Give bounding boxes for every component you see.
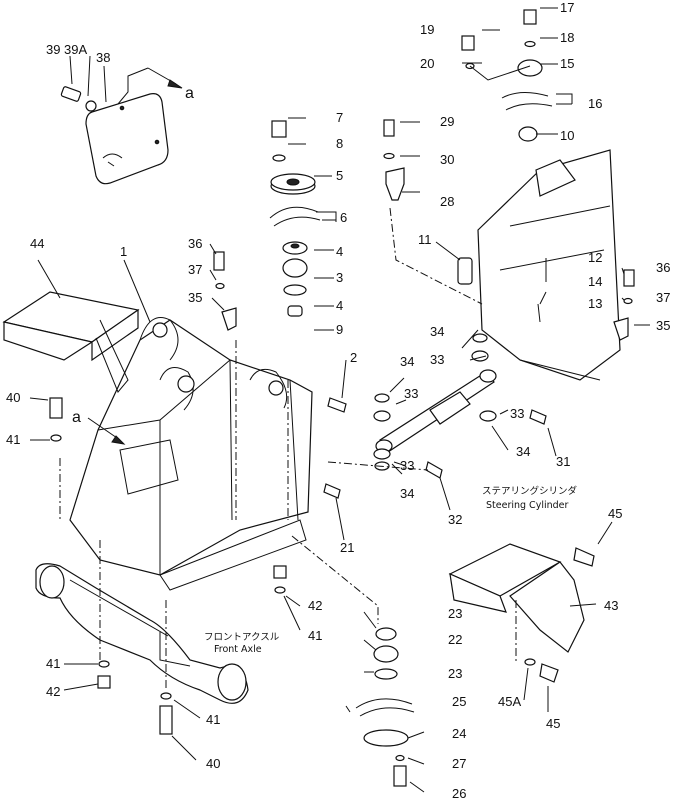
callout-13: 13: [588, 296, 602, 311]
callout-41-left: 41: [6, 432, 20, 447]
steering-cylinder-jp-caption: ステアリングシリンダ: [482, 485, 578, 497]
callout-6: 6: [340, 210, 347, 225]
callout-34-c: 34: [400, 486, 414, 501]
callout-42-axle: 42: [46, 684, 60, 699]
main-frame-1: [69, 319, 313, 576]
callout-7: 7: [336, 110, 343, 125]
callout-31: 31: [556, 454, 570, 469]
callout-8: 8: [336, 136, 343, 151]
callout-45a: 45A: [498, 694, 521, 709]
callout-45-upper: 45: [608, 506, 622, 521]
callout-40-left: 40: [6, 390, 20, 405]
callout-9: 9: [336, 322, 343, 337]
pin-11: [457, 257, 473, 285]
front-axle-jp-caption: フロントアクスル: [204, 632, 280, 643]
callout-2: 2: [350, 350, 357, 365]
callout-41-axle: 41: [46, 656, 60, 671]
callout-3: 3: [336, 270, 343, 285]
callout-19: 19: [420, 22, 434, 37]
callout-20: 20: [420, 56, 434, 71]
callout-22: 22: [448, 632, 462, 647]
callout-25: 25: [452, 694, 466, 709]
callout-43: 43: [604, 598, 618, 613]
callout-37-left: 37: [188, 262, 202, 277]
front-axle: [35, 563, 249, 704]
callout-40-bottom: 40: [206, 756, 220, 771]
callout-38: 38: [96, 50, 110, 65]
callout-44: 44: [30, 236, 44, 251]
callout-42-right: 42: [308, 598, 322, 613]
callout-24: 24: [452, 726, 466, 741]
parts-artwork: [2, 7, 650, 793]
callout-14: 14: [588, 274, 602, 289]
callout-37-right: 37: [656, 290, 670, 305]
callout-23-lower: 23: [448, 666, 462, 681]
view-label-a-left: a: [72, 409, 81, 426]
callout-16: 16: [588, 96, 602, 111]
callout-33-d: 33: [510, 406, 524, 421]
callout-23-upper: 23: [448, 606, 462, 621]
steering-cylinder-en-caption: Steering Cylinder: [486, 500, 568, 511]
washer-39a: [85, 100, 97, 112]
callout-39a: 39A: [64, 42, 87, 57]
callout-numbers: 17 18 19 20 15 16 10 39 39A 38 7 8 29 30…: [6, 0, 670, 799]
callout-17: 17: [560, 0, 574, 15]
callout-30: 30: [440, 152, 454, 167]
callout-29: 29: [440, 114, 454, 129]
callout-21: 21: [340, 540, 354, 555]
callout-36-right: 36: [656, 260, 670, 275]
callout-33-c: 33: [400, 458, 414, 473]
bearing-stack-5-9: [269, 120, 321, 317]
callout-33-a: 33: [404, 386, 418, 401]
view-label-a-top: a: [185, 85, 194, 102]
callout-35-right: 35: [656, 318, 670, 333]
callout-10: 10: [560, 128, 574, 143]
callout-39: 39: [46, 42, 60, 57]
callout-33-b: 33: [430, 352, 444, 367]
callout-41-right: 41: [308, 628, 322, 643]
callout-32: 32: [448, 512, 462, 527]
callout-15: 15: [560, 56, 574, 71]
callout-34-a: 34: [400, 354, 414, 369]
callout-4-lower: 4: [336, 298, 343, 313]
callout-5: 5: [336, 168, 343, 183]
bolt-39: [60, 86, 82, 102]
callout-12: 12: [588, 250, 602, 265]
callout-11: 11: [418, 232, 432, 247]
front-axle-en-caption: Front Axle: [214, 644, 262, 655]
callout-27: 27: [452, 756, 466, 771]
callout-41-bottom: 41: [206, 712, 220, 727]
callout-34-b: 34: [430, 324, 444, 339]
callout-28: 28: [440, 194, 454, 209]
callout-36-left: 36: [188, 236, 202, 251]
pin-28: [385, 167, 405, 201]
callout-1: 1: [120, 244, 127, 259]
cover-plate-38: [85, 93, 169, 185]
callout-26: 26: [452, 786, 466, 799]
callout-45-lower: 45: [546, 716, 560, 731]
callout-4-upper: 4: [336, 244, 343, 259]
callout-18: 18: [560, 30, 574, 45]
callout-34-d: 34: [516, 444, 530, 459]
callout-35-left: 35: [188, 290, 202, 305]
